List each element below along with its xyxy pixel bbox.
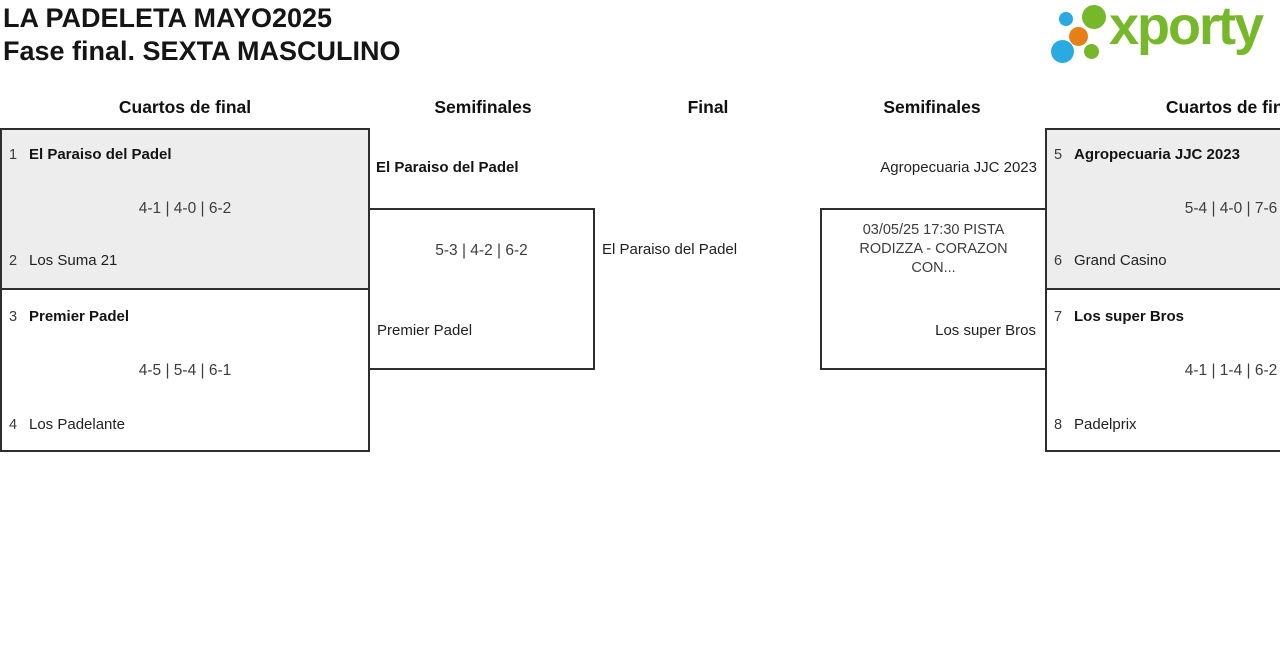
round-header-quarterfinals-right: Cuartos de final bbox=[1165, 97, 1280, 117]
match-semifinal-right: 03/05/25 17:30 PISTA RODIZZA - CORAZON C… bbox=[820, 208, 1047, 370]
team-row: 3 Premier Padel bbox=[2, 308, 368, 326]
seed-number: 1 bbox=[9, 147, 18, 163]
round-header-semifinals-right: Semifinales bbox=[883, 97, 981, 117]
match-score: 5-4 | 4-0 | 7-6 bbox=[1184, 200, 1278, 217]
team-row: 2 Los Suma 21 bbox=[2, 252, 368, 270]
match-score: 5-3 | 4-2 | 6-2 bbox=[435, 242, 528, 259]
team-row: 8 Padelprix bbox=[1047, 416, 1280, 434]
phase-subtitle: Fase final. SEXTA MASCULINO bbox=[3, 36, 401, 66]
tournament-name: LA PADELETA MAYO2025 bbox=[3, 3, 333, 33]
seed-number: 2 bbox=[9, 253, 18, 269]
team-name: Padelprix bbox=[1074, 416, 1137, 433]
seed-number: 3 bbox=[9, 309, 18, 325]
team-name: Grand Casino bbox=[1074, 252, 1167, 269]
seed-number: 8 bbox=[1054, 417, 1063, 433]
advancing-team-label: Agropecuaria JJC 2023 bbox=[880, 159, 1037, 176]
round-header-quarterfinals-left: Cuartos de final bbox=[118, 97, 252, 117]
team-name: El Paraiso del Padel bbox=[29, 146, 172, 163]
xporty-logo[interactable]: xporty bbox=[1045, 0, 1280, 75]
seed-number: 5 bbox=[1054, 147, 1063, 163]
match-semifinal-left: 5-3 | 4-2 | 6-2 Premier Padel bbox=[368, 208, 595, 370]
match-schedule: 03/05/25 17:30 PISTA RODIZZA - CORAZON C… bbox=[859, 222, 1008, 276]
round-header-final: Final bbox=[687, 97, 729, 117]
logo-dot-orange bbox=[1069, 27, 1088, 46]
logo-dot-green-small bbox=[1084, 44, 1099, 59]
team-name: Premier Padel bbox=[377, 322, 473, 339]
team-name: Los Padelante bbox=[29, 416, 125, 433]
team-name: Los super Bros bbox=[1074, 308, 1185, 325]
logo-dot-green-large bbox=[1082, 5, 1106, 29]
match-quarterfinal-1: 1 El Paraiso del Padel 4-1 | 4-0 | 6-2 2… bbox=[0, 128, 370, 290]
logo-dot-blue-small bbox=[1059, 12, 1073, 26]
xporty-wordmark: xporty bbox=[1109, 0, 1264, 56]
team-name: Agropecuaria JJC 2023 bbox=[1074, 146, 1240, 163]
match-score: 4-1 | 1-4 | 6-2 bbox=[1184, 362, 1278, 379]
seed-number: 7 bbox=[1054, 309, 1063, 325]
team-row: 4 Los Padelante bbox=[2, 416, 368, 434]
page-title: LA PADELETA MAYO2025 Fase final. SEXTA M… bbox=[3, 2, 401, 68]
seed-number: 6 bbox=[1054, 253, 1063, 269]
match-score: 4-1 | 4-0 | 6-2 bbox=[138, 200, 232, 217]
team-name: Los super Bros bbox=[935, 322, 1036, 339]
advancing-team-label: El Paraiso del Padel bbox=[376, 159, 519, 176]
match-quarterfinal-3: 5 Agropecuaria JJC 2023 5-4 | 4-0 | 7-6 … bbox=[1045, 128, 1280, 290]
match-score: 4-5 | 5-4 | 6-1 bbox=[138, 362, 232, 379]
match-quarterfinal-2: 3 Premier Padel 4-5 | 5-4 | 6-1 4 Los Pa… bbox=[0, 288, 370, 452]
seed-number: 4 bbox=[9, 417, 18, 433]
round-header-semifinals-left: Semifinales bbox=[434, 97, 532, 117]
team-row: 6 Grand Casino bbox=[1047, 252, 1280, 270]
team-row: 1 El Paraiso del Padel bbox=[2, 146, 368, 164]
team-name: Los Suma 21 bbox=[29, 252, 118, 269]
match-quarterfinal-4: 7 Los super Bros 4-1 | 1-4 | 6-2 8 Padel… bbox=[1045, 288, 1280, 452]
finalist-team-label: El Paraiso del Padel bbox=[602, 241, 738, 258]
team-row: 5 Agropecuaria JJC 2023 bbox=[1047, 146, 1280, 164]
logo-dot-blue-large bbox=[1051, 40, 1074, 63]
team-row: 7 Los super Bros bbox=[1047, 308, 1280, 326]
team-name: Premier Padel bbox=[29, 308, 130, 325]
